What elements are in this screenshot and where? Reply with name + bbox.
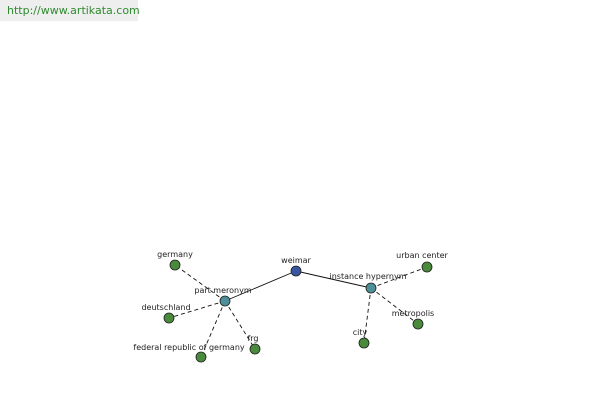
node-label-deutschland: deutschland — [141, 303, 190, 312]
edge-part-meronym-deutschland — [168, 300, 226, 319]
graph-nodes — [163, 259, 433, 363]
node-label-metropolis: metropolis — [392, 309, 434, 318]
node-frg[interactable] — [249, 343, 261, 355]
node-deutschland[interactable] — [163, 312, 175, 324]
edge-part-meronym-federal-republic-of-germany — [200, 300, 226, 358]
node-weimar[interactable] — [290, 265, 302, 277]
edge-weimar-part-meronym — [224, 270, 297, 302]
node-label-urban-center: urban center — [396, 251, 448, 260]
edge-instance-hypernym-urban-center — [370, 266, 428, 289]
edge-instance-hypernym-metropolis — [370, 287, 419, 325]
edge-part-meronym-frg — [224, 300, 256, 350]
node-part-meronym[interactable] — [219, 295, 231, 307]
node-city[interactable] — [358, 337, 370, 349]
node-label-part-meronym: part meronym — [194, 286, 251, 295]
node-label-germany: germany — [157, 250, 193, 259]
edge-weimar-instance-hypernym — [295, 270, 372, 289]
edge-instance-hypernym-city — [363, 287, 372, 344]
node-metropolis[interactable] — [412, 318, 424, 330]
graph-labels: germany deutschland federal republic of ge… — [133, 250, 448, 352]
graph-edges — [168, 264, 428, 358]
node-germany[interactable] — [169, 259, 181, 271]
source-url-banner[interactable]: http://www.artikata.com — [0, 0, 140, 21]
node-label-frg: frg — [247, 334, 258, 343]
node-label-federal-republic-of-germany: federal republic of germany — [133, 343, 245, 352]
node-federal-republic-of-germany[interactable] — [195, 351, 207, 363]
node-instance-hypernym[interactable] — [365, 282, 377, 294]
edge-part-meronym-germany — [174, 264, 226, 302]
node-label-city: city — [353, 328, 368, 337]
node-label-weimar: weimar — [281, 256, 311, 265]
node-label-instance-hypernym: instance hypernym — [330, 272, 407, 281]
node-urban-center[interactable] — [421, 261, 433, 273]
